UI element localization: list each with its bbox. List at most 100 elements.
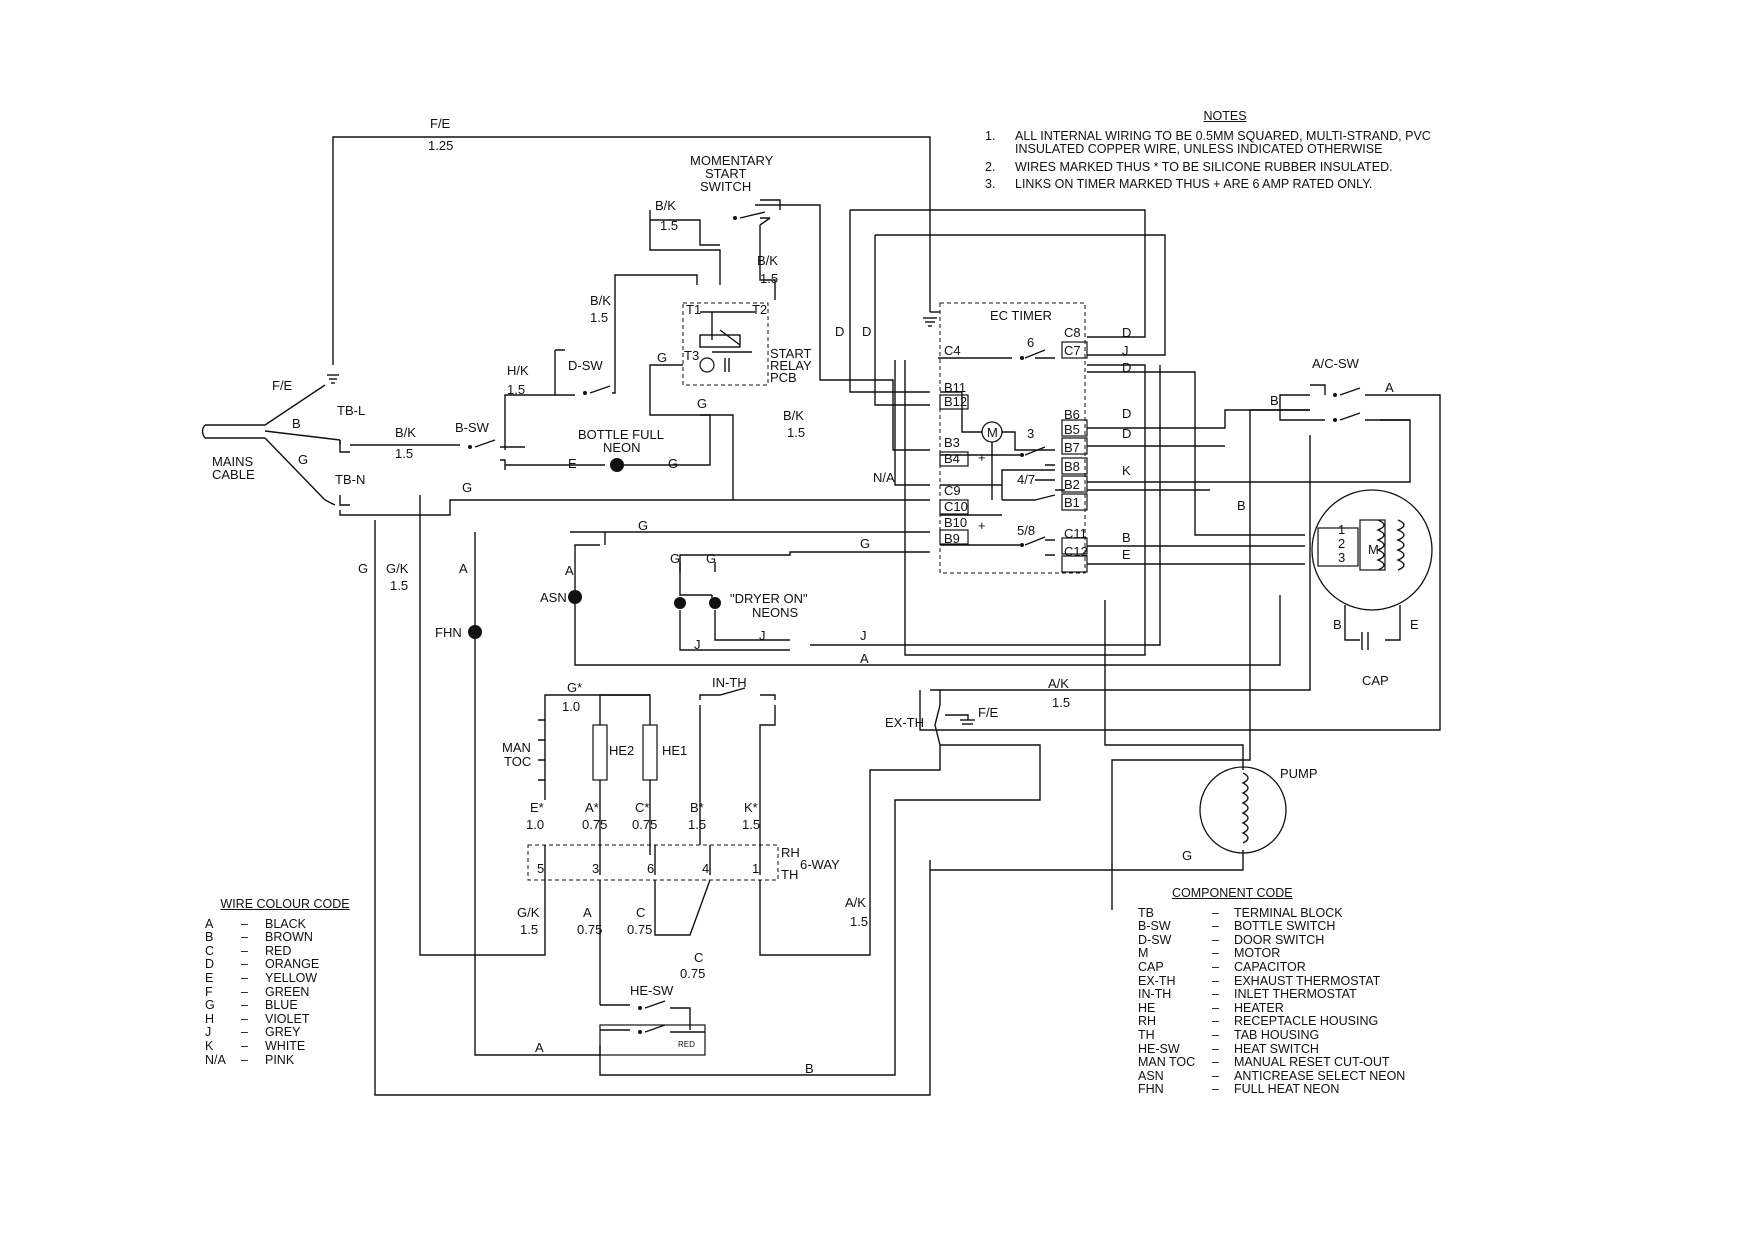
notes-heading: NOTES (1203, 109, 1247, 123)
label-he2: HE2 (609, 743, 634, 758)
label-t3: T3 (684, 348, 699, 363)
heater-section (527, 687, 779, 881)
wire-label-e: E (1122, 547, 1131, 562)
wire-label-d1: D (1122, 325, 1131, 340)
label-start-relay-2: RELAY (770, 358, 812, 373)
label-cstar-size: 0.75 (632, 817, 657, 832)
note-text: ALL INTERNAL WIRING TO BE 0.5MM SQUARED,… (1015, 128, 1431, 157)
motor-pin-3: 3 (1338, 550, 1345, 565)
label-ak2-size: 1.5 (850, 914, 868, 929)
separator: – (241, 943, 248, 958)
separator: – (1212, 1014, 1219, 1029)
motor-pin-1: 1 (1338, 522, 1345, 537)
mains-cable (201, 384, 341, 506)
component-abbr: MAN TOC (1138, 1055, 1196, 1070)
pin-4: 4 (702, 861, 709, 876)
label-g-left: G (358, 561, 368, 576)
list-item: J–GREY (205, 1026, 365, 1040)
component-name: INLET THERMOSTAT (1234, 987, 1357, 1002)
bottle-switch (440, 394, 545, 470)
list-item: E–YELLOW (205, 971, 365, 986)
label-a-bot-size: 0.75 (577, 922, 602, 937)
label-c-bot2-size: 0.75 (680, 966, 705, 981)
list-item: F–GREEN (205, 984, 365, 1000)
label-g-relay2: G (697, 396, 707, 411)
colour-code: H (205, 1011, 215, 1026)
timer-pin-c9: C9 (944, 483, 961, 498)
component-name: FULL HEAT NEON (1234, 1082, 1340, 1097)
separator: – (241, 984, 248, 999)
note-text: LINKS ON TIMER MARKED THUS + ARE 6 AMP R… (1015, 177, 1373, 192)
timer-pin-c7: C7 (1064, 343, 1081, 358)
component-name: ANTICREASE SELECT NEON (1234, 1068, 1406, 1083)
label-gk-left: G/K (386, 561, 409, 576)
label-tbl: TB-L (337, 403, 365, 418)
component-abbr: RH (1138, 1014, 1157, 1029)
colour-code: D (205, 957, 215, 972)
note-item: 3. LINKS ON TIMER MARKED THUS + ARE 6 AM… (985, 178, 1465, 192)
door-switch (545, 349, 616, 396)
separator: – (1212, 987, 1219, 1002)
label-bk5: B/K (783, 408, 804, 423)
label-fe-exth: F/E (978, 705, 999, 720)
wire-label-d2: D (1122, 360, 1131, 375)
component-name: TAB HOUSING (1234, 1027, 1320, 1042)
timer-pin-c8: C8 (1064, 325, 1081, 340)
label-hk: H/K (507, 363, 529, 378)
earth-wire-top (327, 136, 937, 384)
separator: – (1212, 1041, 1219, 1056)
timer-pin-c10: C10 (944, 499, 968, 514)
component-name: HEAT SWITCH (1234, 1041, 1319, 1056)
momentary-start-switch (649, 199, 930, 451)
colour-name: BLACK (265, 916, 306, 931)
motor-pin-2: 2 (1338, 536, 1345, 551)
label-cap-e: E (1410, 617, 1419, 632)
separator: – (1212, 919, 1219, 934)
component-code-panel: COMPONENT CODE TB–TERMINAL BLOCK B-SW–BO… (1138, 886, 1468, 1097)
list-item: HE-SW –HEAT SWITCH (1138, 1041, 1468, 1057)
label-hesw: HE-SW (630, 983, 674, 998)
label-c-bot-size: 0.75 (627, 922, 652, 937)
timer-motor-m: M (987, 425, 998, 440)
list-item: B-SW–BOTTLE SWITCH (1138, 920, 1468, 934)
list-item: TH–TAB HOUSING (1138, 1027, 1468, 1043)
pin-5: 5 (537, 861, 544, 876)
pin-1: 1 (752, 861, 759, 876)
component-abbr: ASN (1138, 1068, 1164, 1083)
colour-name: GREY (265, 1025, 301, 1040)
component-code-heading: COMPONENT CODE (1172, 886, 1293, 900)
list-item: G–BLUE (205, 999, 365, 1013)
label-e-neon: E (568, 456, 577, 471)
component-abbr: HE (1138, 1000, 1156, 1015)
timer-pin-b8: B8 (1064, 459, 1080, 474)
colour-name: PINK (265, 1052, 295, 1067)
label-g-neon: G (668, 456, 678, 471)
list-item: RH–RECEPTACLE HOUSING (1138, 1015, 1468, 1029)
component-abbr: HE-SW (1138, 1041, 1180, 1056)
colour-code: K (205, 1038, 214, 1053)
label-bk2-size: 1.5 (760, 271, 778, 286)
label-acsw-a: A (1385, 380, 1394, 395)
note-item: 2. WIRES MARKED THUS * TO BE SILICONE RU… (985, 160, 1465, 175)
label-j3: J (860, 628, 867, 643)
label-t2: T2 (752, 302, 767, 317)
component-name: DOOR SWITCH (1234, 932, 1325, 947)
timer-pin-b11: B11 (944, 380, 966, 395)
separator: – (1212, 973, 1219, 988)
label-fe-left: F/E (272, 378, 293, 393)
anticrease-switch (919, 384, 1441, 910)
label-g-relay: G (657, 350, 667, 365)
list-item: HE–HEATER (1138, 1000, 1468, 1016)
separator: – (241, 1011, 248, 1026)
label-mains-1: MAINS (212, 454, 254, 469)
timer-pin-b7: B7 (1064, 440, 1080, 455)
label-momentary-2: START (705, 166, 746, 181)
component-abbr: FHN (1138, 1082, 1164, 1097)
label-t1: T1 (686, 302, 701, 317)
timer-pin-b2: B2 (1064, 477, 1080, 492)
label-bk3: B/K (590, 293, 611, 308)
list-item: C–RED (205, 943, 365, 959)
timer-pin-c11: C11 (1064, 526, 1087, 541)
separator: – (1212, 1000, 1219, 1015)
separator: – (241, 1025, 248, 1040)
